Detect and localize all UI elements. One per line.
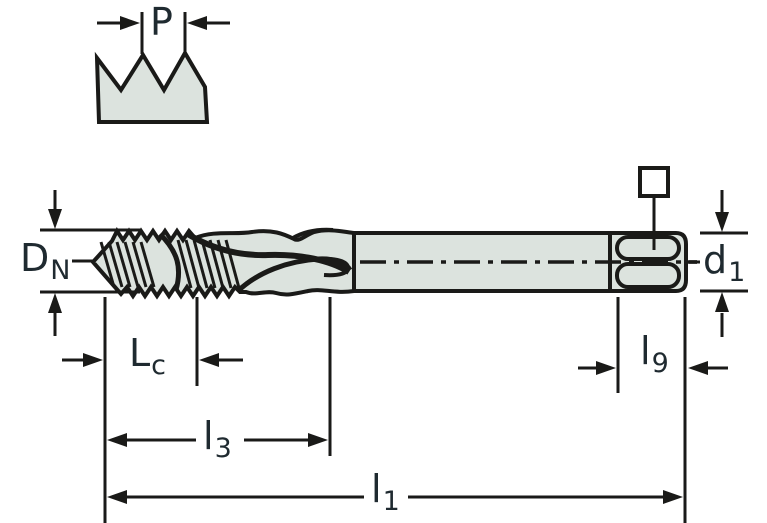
flute-curve xyxy=(291,227,334,240)
label-dn: DN xyxy=(20,236,70,284)
dim-pitch xyxy=(97,12,230,54)
arrowhead-left-icon xyxy=(199,353,219,367)
arrowhead-up-icon xyxy=(48,293,62,313)
dim-l3 xyxy=(107,297,332,456)
dim-lc xyxy=(62,297,243,523)
flute-curve xyxy=(158,232,182,291)
dim-dn xyxy=(40,190,140,336)
square-flat-bottom xyxy=(615,262,681,289)
label-l1: l1 xyxy=(371,467,400,515)
arrowhead-left-icon xyxy=(187,16,207,30)
label-lc: Lc xyxy=(129,331,166,379)
arrowhead-right-icon xyxy=(120,16,140,30)
label-l3-main: l xyxy=(203,414,214,458)
arrowhead-down-icon xyxy=(715,212,729,232)
arrowhead-left-icon xyxy=(688,361,708,375)
arrowhead-down-icon xyxy=(48,209,62,229)
label-p: P xyxy=(150,3,174,41)
flute-groove-end xyxy=(319,256,351,278)
label-p-main: P xyxy=(150,0,173,44)
thread-profile xyxy=(94,49,210,124)
square-flat-top xyxy=(615,235,681,261)
label-lc-sub: c xyxy=(151,350,167,381)
dim-l9 xyxy=(578,297,728,393)
arrowhead-right-icon xyxy=(596,361,616,375)
label-l3: l3 xyxy=(203,414,232,462)
thread-hatching xyxy=(99,239,241,289)
dim-l1 xyxy=(107,297,687,523)
thread-profile-shape xyxy=(94,49,210,124)
label-dn-sub: N xyxy=(50,255,71,286)
arrowhead-right-icon xyxy=(663,490,683,504)
flute-curve xyxy=(184,230,351,275)
label-l1-sub: 1 xyxy=(382,486,400,517)
arrowhead-right-icon xyxy=(308,433,328,447)
square-drive-icon xyxy=(638,166,670,198)
label-l9: l9 xyxy=(640,329,669,377)
arrowhead-left-icon xyxy=(107,490,127,504)
tap-square-end xyxy=(608,233,681,291)
spiral-flutes xyxy=(158,227,353,293)
label-l1-main: l xyxy=(371,467,382,511)
label-d1-main: d xyxy=(703,238,728,282)
square-drive-symbol xyxy=(638,166,670,250)
arrowhead-left-icon xyxy=(107,433,127,447)
label-dn-main: D xyxy=(20,236,50,280)
label-l3-sub: 3 xyxy=(214,433,232,464)
label-d1-sub: 1 xyxy=(728,257,746,288)
label-l9-main: l xyxy=(640,329,651,373)
dim-d1 xyxy=(689,190,748,337)
arrowhead-right-icon xyxy=(83,353,103,367)
label-l9-sub: 9 xyxy=(651,348,669,379)
tap-thread-section xyxy=(90,227,356,300)
arrowhead-up-icon xyxy=(715,292,729,312)
label-d1: d1 xyxy=(703,238,745,286)
label-lc-main: L xyxy=(129,331,151,375)
